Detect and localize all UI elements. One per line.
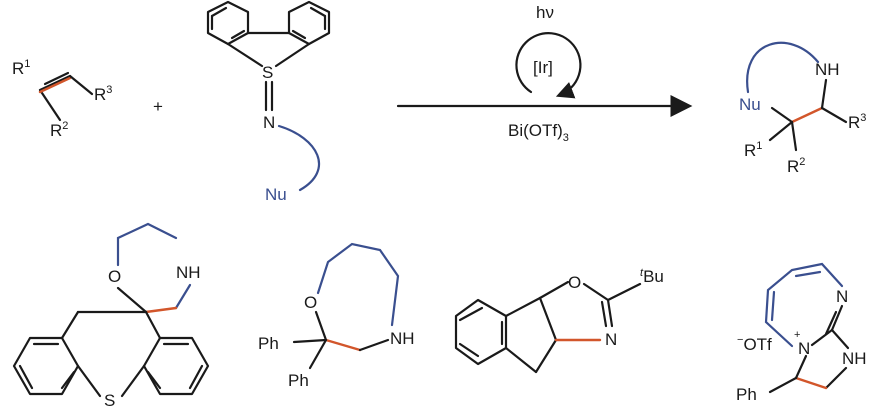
iridium-catalyst-label: [Ir] xyxy=(533,58,553,77)
spiro-sulfur-label: S xyxy=(104,391,115,410)
example-spiro-morpholine: O NH S xyxy=(12,222,210,410)
alkene-r3-label: R3 xyxy=(94,84,112,104)
spiro-oxygen-label: O xyxy=(108,267,121,286)
light-label: hν xyxy=(536,3,554,22)
oxazoline-oxygen-label: O xyxy=(568,273,581,292)
plus-sign: + xyxy=(153,97,163,116)
product-nh-label: NH xyxy=(815,60,840,79)
product-nu-label: Nu xyxy=(739,95,761,114)
lewis-acid-label: Bi(OTf)3 xyxy=(508,121,569,144)
oxazepane-oxygen-label: O xyxy=(304,293,317,312)
spiro-nh-label: NH xyxy=(176,263,201,282)
triflate-counterion: −OTf xyxy=(737,334,772,354)
example-imidazopyrimidinium: N N + NH Ph −OTf xyxy=(736,262,867,404)
example-oxazepane: O NH Ph Ph xyxy=(258,242,415,390)
sulfur-atom: S xyxy=(262,63,273,82)
product-r2-label: R2 xyxy=(787,156,805,176)
alkene-r1-label: R1 xyxy=(12,58,30,78)
product-r1-label: R1 xyxy=(744,140,762,160)
example-indano-oxazoline: O N tBu xyxy=(454,267,664,374)
product-r3-label: R3 xyxy=(848,112,866,132)
alkene-substrate: R1 R2 R3 xyxy=(12,58,112,140)
cation-charge: + xyxy=(794,329,800,341)
pyrimidine-nitrogen-label: N xyxy=(836,287,848,306)
oxazepane-ph1-label: Ph xyxy=(258,334,279,353)
imidazo-ph-label: Ph xyxy=(736,385,757,404)
nitrogen-atom: N xyxy=(263,113,275,132)
oxazoline-nitrogen-label: N xyxy=(605,330,617,349)
alkene-r2-label: R2 xyxy=(50,120,68,140)
oxazepane-nh-label: NH xyxy=(390,329,415,348)
imidazo-nh-label: NH xyxy=(842,349,867,368)
product-structure: NH Nu R1 R2 R3 xyxy=(739,41,866,176)
tert-butyl-label: tBu xyxy=(640,267,664,286)
sulfilimine-reagent: S N Nu xyxy=(206,0,331,204)
pyrimidinium-nitrogen-label: N xyxy=(798,339,810,358)
nucleophile-label: Nu xyxy=(265,185,287,204)
reaction-arrow-group: hν [Ir] Bi(OTf)3 xyxy=(396,3,693,144)
oxazepane-ph2-label: Ph xyxy=(288,371,309,390)
